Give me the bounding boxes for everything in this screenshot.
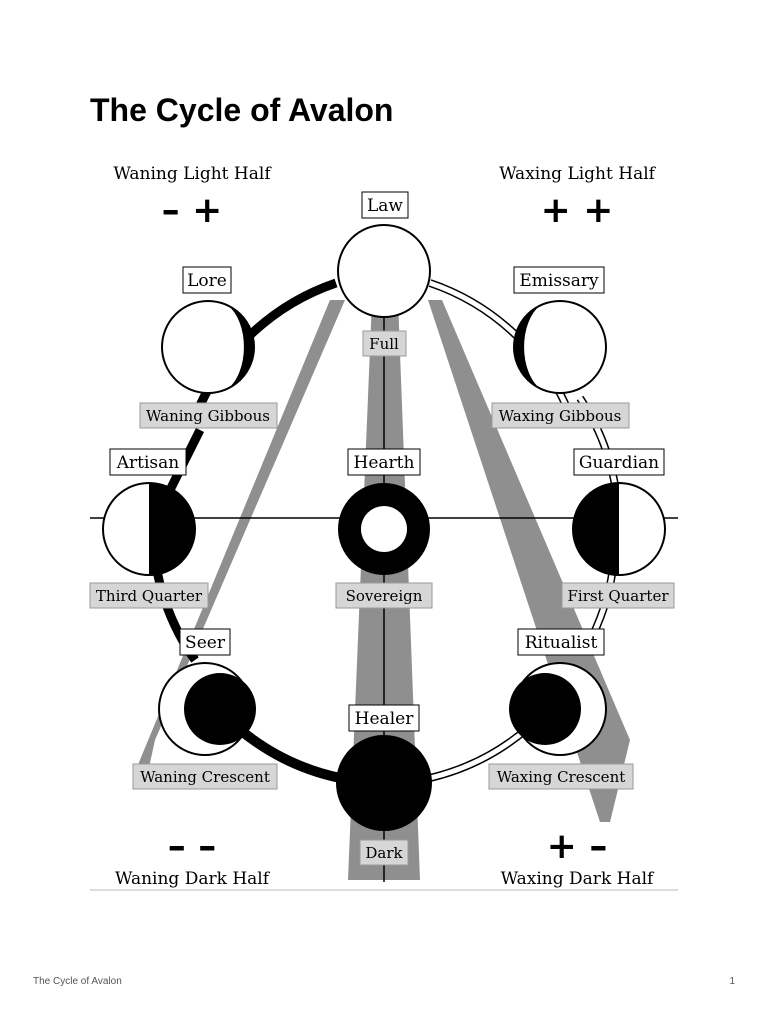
- label-healer: Healer: [348, 704, 420, 732]
- svg-text:Artisan: Artisan: [116, 453, 180, 473]
- waxing-dark-signs: + –: [547, 826, 608, 867]
- svg-text:Guardian: Guardian: [579, 453, 659, 473]
- moon-full-icon: [337, 224, 431, 318]
- label-emissary: Emissary: [513, 266, 605, 294]
- label-ritualist: Ritualist: [517, 628, 605, 656]
- phase-waxing-crescent: Waxing Crescent: [488, 763, 634, 790]
- phase-waning-crescent: Waning Crescent: [132, 763, 278, 790]
- svg-text:Waning Gibbous: Waning Gibbous: [146, 407, 270, 425]
- waxing-dark-half-label: Waxing Dark Half: [501, 869, 655, 889]
- moon-first-quarter-icon: [572, 482, 666, 576]
- phase-dark: Dark: [359, 839, 409, 866]
- svg-text:Ritualist: Ritualist: [525, 633, 598, 653]
- waning-dark-signs: – –: [168, 826, 217, 867]
- phase-sovereign: Sovereign: [335, 582, 433, 609]
- label-law: Law: [361, 191, 409, 219]
- label-artisan: Artisan: [109, 448, 187, 476]
- page-title: The Cycle of Avalon: [90, 92, 394, 128]
- svg-text:Healer: Healer: [355, 709, 415, 729]
- svg-text:Emissary: Emissary: [519, 271, 599, 291]
- label-seer: Seer: [179, 628, 231, 656]
- waxing-light-half-label: Waxing Light Half: [499, 164, 657, 184]
- phase-waning-gibbous: Waning Gibbous: [139, 402, 278, 429]
- phase-first-quarter: First Quarter: [561, 582, 675, 609]
- label-hearth: Hearth: [347, 448, 421, 476]
- svg-text:Full: Full: [369, 335, 399, 353]
- moon-sovereign-ring-icon: [338, 483, 430, 575]
- moon-waning-crescent-icon: [158, 662, 256, 756]
- svg-text:Waning Crescent: Waning Crescent: [140, 768, 270, 786]
- phase-waxing-gibbous: Waxing Gibbous: [491, 402, 630, 429]
- footer-title: The Cycle of Avalon: [33, 976, 122, 987]
- moon-waning-gibbous-icon: [161, 300, 255, 394]
- svg-text:Seer: Seer: [185, 633, 226, 653]
- waxing-light-signs: + +: [541, 190, 614, 231]
- svg-text:Waxing Crescent: Waxing Crescent: [497, 768, 626, 786]
- svg-text:Lore: Lore: [187, 271, 227, 291]
- page-number: 1: [729, 976, 735, 987]
- svg-text:Waxing Gibbous: Waxing Gibbous: [499, 407, 622, 425]
- svg-text:Sovereign: Sovereign: [346, 587, 423, 605]
- label-guardian: Guardian: [573, 448, 665, 476]
- svg-text:Third Quarter: Third Quarter: [96, 587, 203, 605]
- waning-light-signs: – +: [162, 190, 223, 231]
- label-lore: Lore: [182, 266, 232, 294]
- moon-waxing-crescent-icon: [509, 662, 607, 756]
- svg-text:Hearth: Hearth: [354, 453, 415, 473]
- phase-full: Full: [362, 330, 407, 357]
- moon-waxing-gibbous-icon: [513, 300, 607, 394]
- moon-dark-icon: [336, 735, 432, 831]
- svg-text:Law: Law: [367, 196, 403, 216]
- waning-light-half-label: Waning Light Half: [113, 164, 272, 184]
- moon-third-quarter-icon: [102, 482, 196, 576]
- svg-text:Dark: Dark: [365, 844, 403, 862]
- phase-third-quarter: Third Quarter: [89, 582, 209, 609]
- svg-text:First Quarter: First Quarter: [567, 587, 669, 605]
- arc-seer-healer: [234, 724, 342, 783]
- waning-dark-half-label: Waning Dark Half: [115, 869, 271, 889]
